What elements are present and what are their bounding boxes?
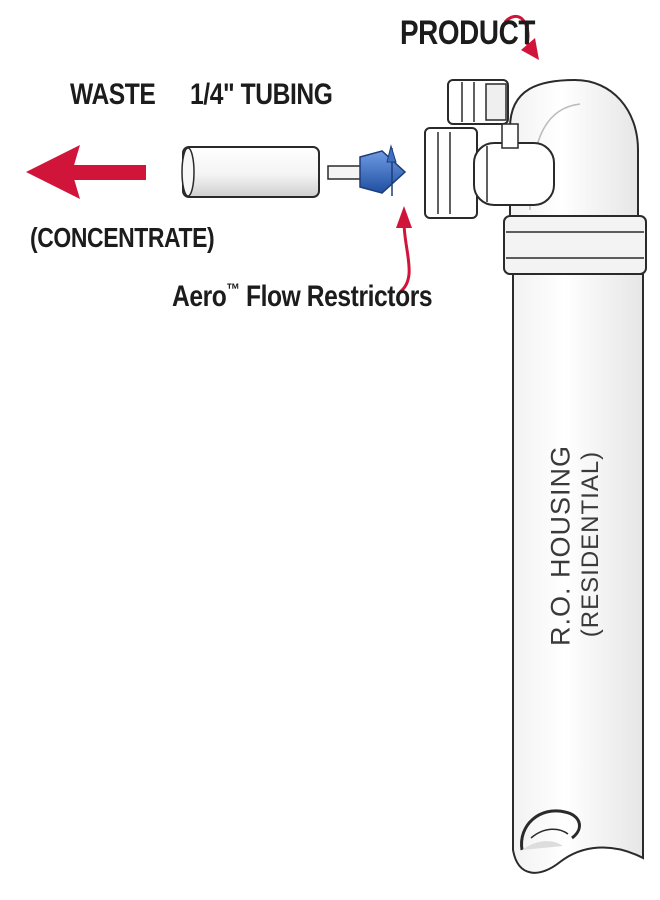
label-flow-restrictors: Aero™ Flow Restrictors — [172, 280, 433, 314]
label-aero: Aero — [172, 280, 227, 313]
waste-arrow-head — [26, 145, 80, 199]
label-waste: WASTE — [70, 78, 156, 111]
restrictor-stem — [327, 165, 363, 180]
quarter-inch-tubing — [181, 146, 320, 198]
product-pointer-arrow — [503, 14, 539, 60]
housing-cap — [503, 215, 647, 275]
flow-restrictor — [327, 144, 407, 196]
waste-arrow-shaft — [68, 165, 146, 180]
label-residential: (RESIDENTIAL) — [577, 450, 604, 638]
ro-housing-body — [512, 273, 644, 874]
fitting-lower — [424, 123, 555, 219]
fitting-upper — [447, 79, 509, 125]
trademark-symbol: ™ — [226, 281, 240, 299]
restrictor-nozzle — [359, 150, 407, 194]
restrictor-pointer-arrow — [396, 206, 412, 294]
waste-arrow — [26, 145, 146, 199]
label-concentrate: (CONCENTRATE) — [30, 222, 215, 253]
label-tubing: 1/4" TUBING — [190, 78, 333, 111]
label-ro-housing: R.O. HOUSING — [545, 445, 576, 647]
label-product: PRODUCT — [400, 14, 535, 52]
label-flow-restrictors-text: Flow Restrictors — [239, 280, 433, 313]
